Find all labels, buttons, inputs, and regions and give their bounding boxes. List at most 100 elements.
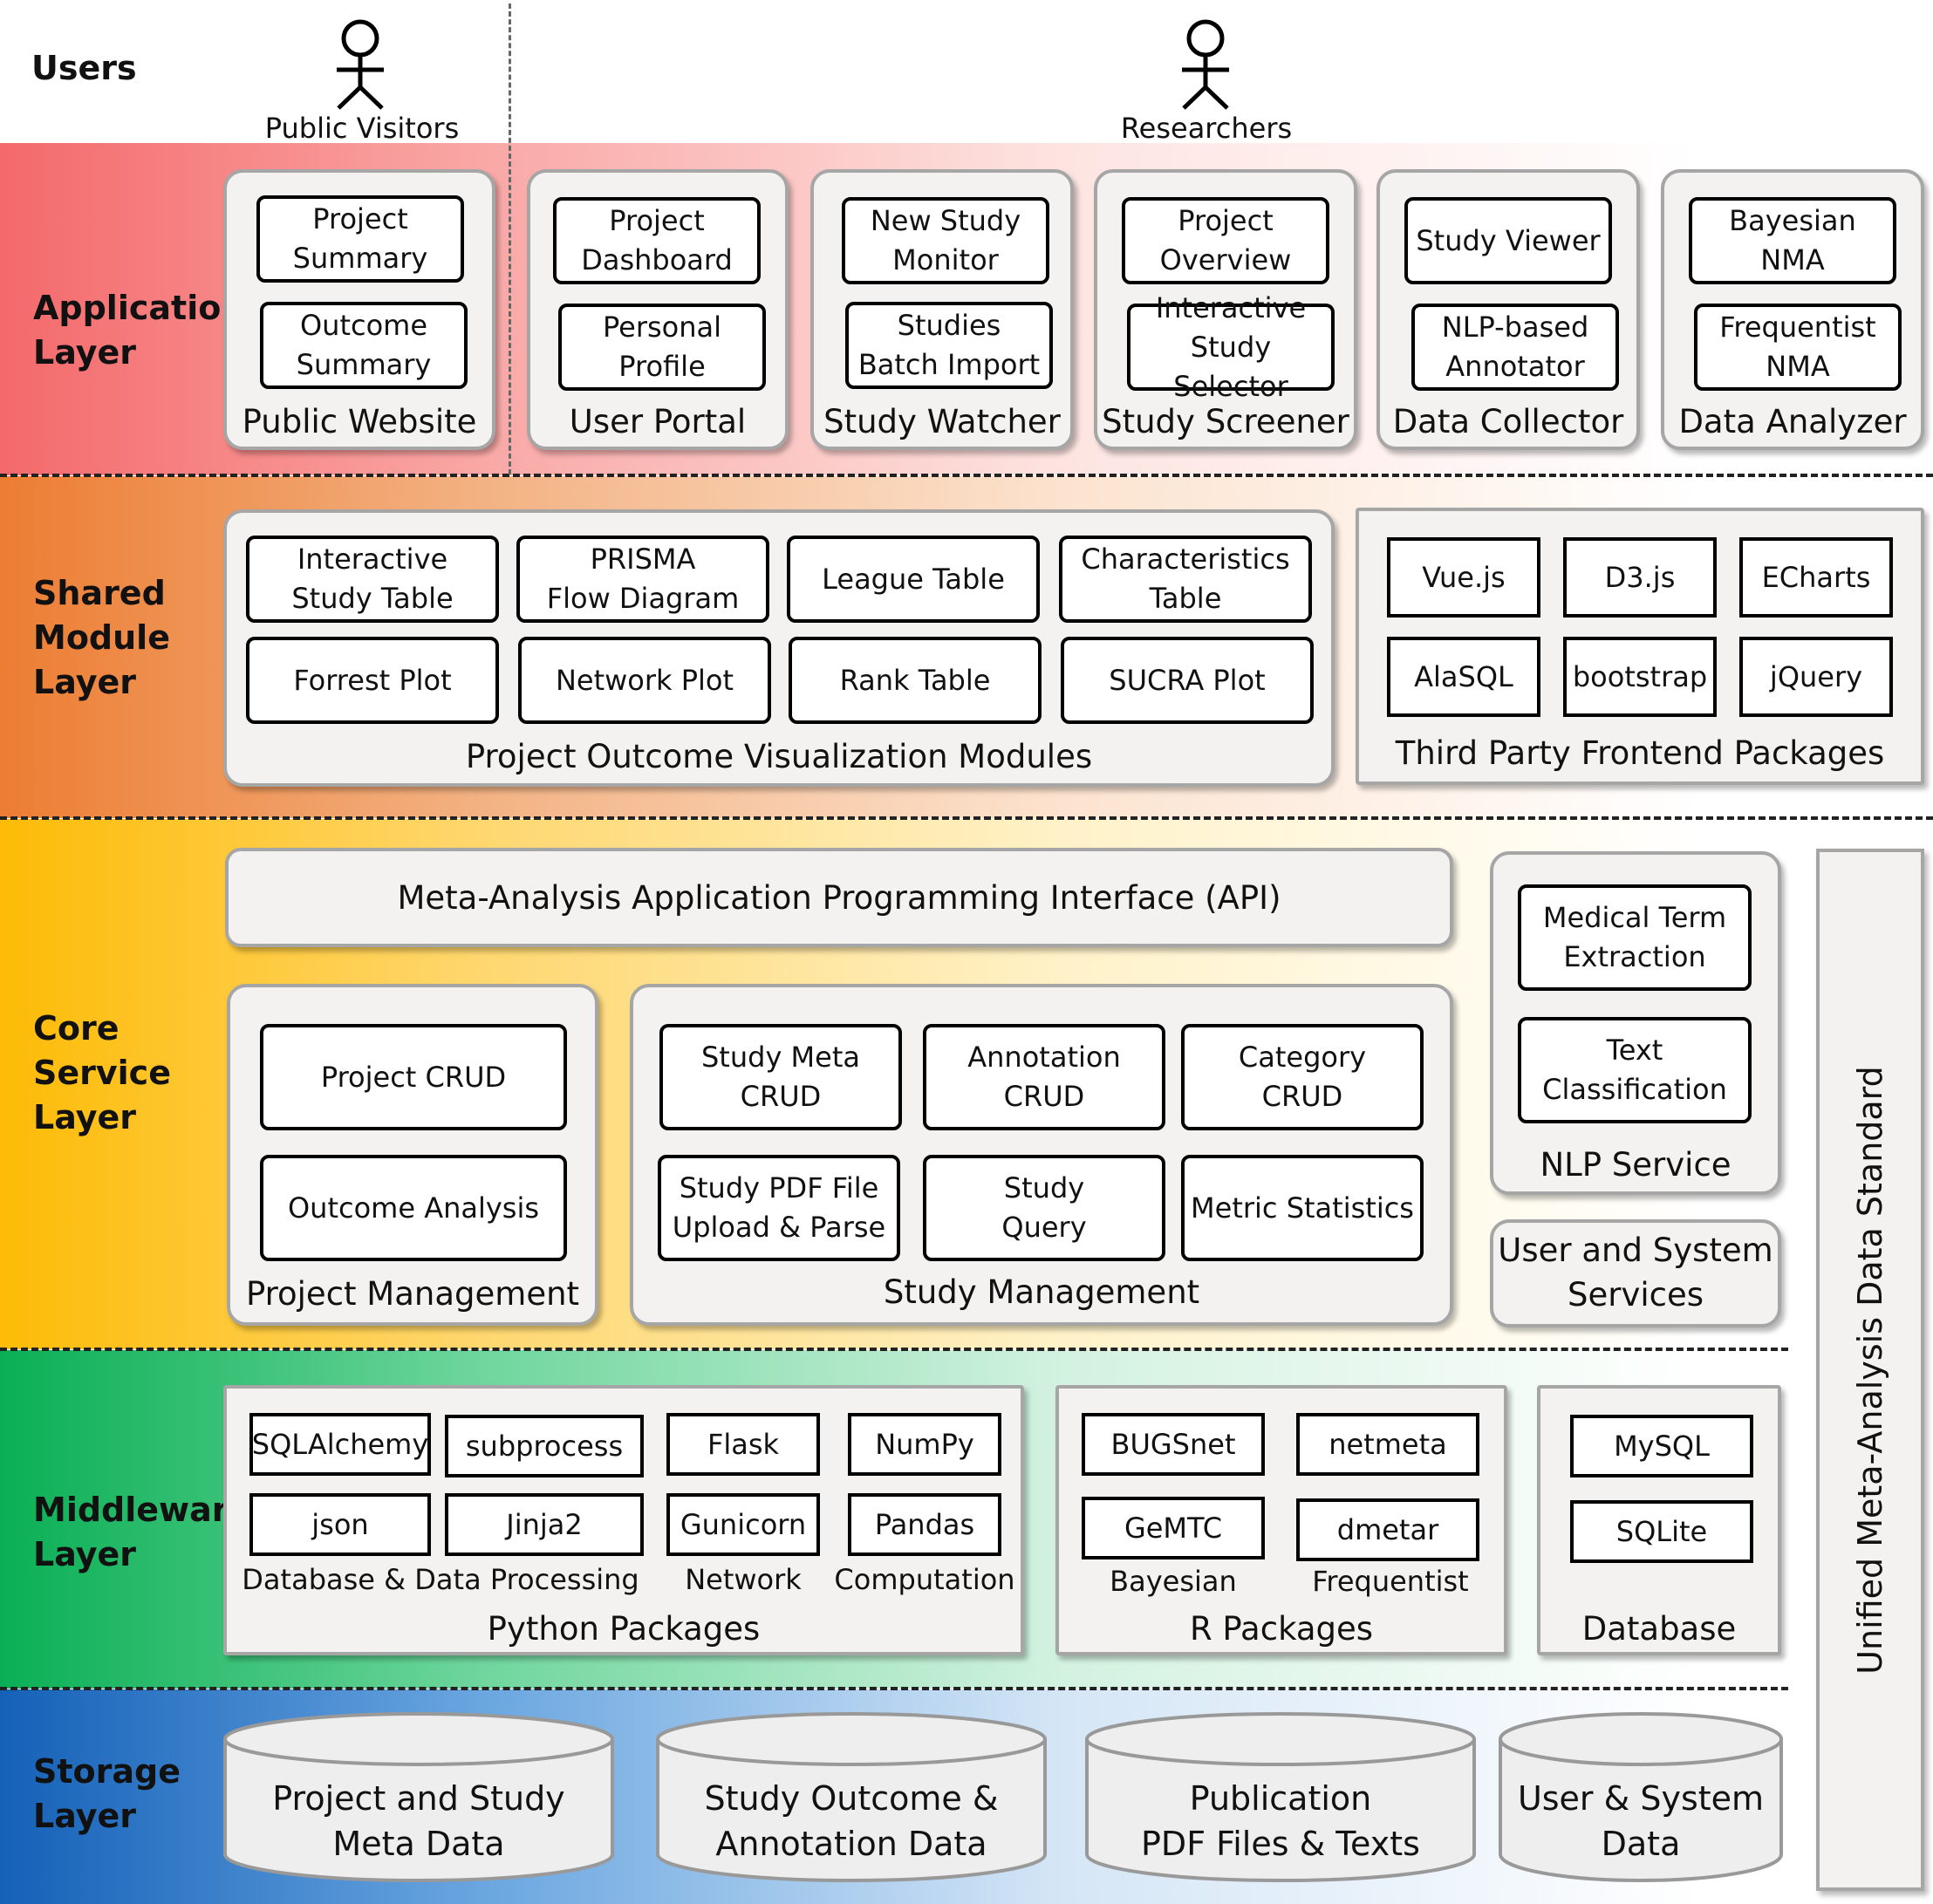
database-processing-caption: Database & Data Processing: [242, 1563, 639, 1596]
league-table-box: League Table: [787, 536, 1040, 623]
study-screener-group: Project Overview Interactive Study Selec…: [1094, 169, 1357, 450]
study-screener-title: Study Screener: [1102, 403, 1349, 440]
studies-batch-import-box: Studies Batch Import: [845, 302, 1053, 389]
bayesian-caption: Bayesian: [1110, 1565, 1237, 1598]
mysql-box: MySQL: [1570, 1415, 1753, 1477]
study-management-title: Study Management: [883, 1273, 1200, 1311]
middleware-layer-label: Middleware Layer: [33, 1491, 251, 1573]
r-packages-group: BUGSnet netmeta GeMTC dmetar Bayesian Fr…: [1055, 1385, 1507, 1655]
nlp-service-title: NLP Service: [1540, 1146, 1732, 1184]
nlp-service-group: Medical Term Extraction Text Classificat…: [1490, 851, 1781, 1195]
project-study-metadata-storage: Project and Study Meta Data: [222, 1711, 616, 1886]
personal-profile-box: Personal Profile: [558, 304, 766, 391]
visualization-modules-group: Interactive Study Table PRISMA Flow Diag…: [223, 509, 1335, 787]
researchers-label: Researchers: [1120, 112, 1293, 145]
jquery-box: jQuery: [1739, 637, 1893, 717]
layer-divider: [0, 1348, 1788, 1351]
user-system-data-storage: User & System Data: [1497, 1711, 1785, 1886]
user-system-services-title: User and System Services: [1498, 1232, 1773, 1314]
data-analyzer-group: Bayesian NMA Frequentist NMA Data Analyz…: [1661, 169, 1924, 450]
numpy-box: NumPy: [848, 1413, 1001, 1476]
echarts-box: ECharts: [1739, 537, 1893, 618]
study-watcher-title: Study Watcher: [823, 403, 1061, 440]
computation-caption: Computation: [834, 1563, 1015, 1596]
storage-label: Publication PDF Files & Texts: [1141, 1779, 1420, 1863]
vuejs-box: Vue.js: [1387, 537, 1540, 618]
storage-label: Study Outcome & Annotation Data: [704, 1779, 999, 1863]
storage-layer-label: Storage Layer: [33, 1752, 181, 1835]
nlp-annotator-box: NLP-based Annotator: [1411, 304, 1619, 391]
d3js-box: D3.js: [1563, 537, 1717, 618]
application-layer-label: Application Layer: [33, 289, 245, 372]
storage-label: User & System Data: [1517, 1779, 1765, 1863]
unified-data-standard-label: Unified Meta-Analysis Data Standard: [1851, 1065, 1889, 1675]
interactive-study-table-box: Interactive Study Table: [246, 536, 499, 623]
project-crud-box: Project CRUD: [260, 1024, 567, 1130]
public-website-group: Project Summary Outcome Summary Public W…: [223, 169, 495, 450]
public-visitors-label: Public Visitors: [264, 112, 460, 145]
json-box: json: [249, 1493, 431, 1556]
netmeta-box: netmeta: [1296, 1413, 1479, 1476]
sucra-plot-box: SUCRA Plot: [1061, 637, 1314, 724]
user-portal-group: Project Dashboard Personal Profile User …: [527, 169, 789, 450]
project-management-title: Project Management: [245, 1275, 580, 1313]
pandas-box: Pandas: [848, 1493, 1001, 1556]
data-collector-title: Data Collector: [1392, 403, 1624, 440]
network-plot-box: Network Plot: [518, 637, 771, 724]
study-query-box: Study Query: [923, 1155, 1165, 1261]
database-group: MySQL SQLite Database: [1537, 1385, 1781, 1655]
project-dashboard-box: Project Dashboard: [553, 197, 761, 284]
network-caption: Network: [685, 1563, 802, 1596]
storage-cylinder-icon: [656, 1712, 1047, 1882]
storage-cylinder-icon: [223, 1712, 614, 1882]
third-party-packages-title: Third Party Frontend Packages: [1395, 734, 1885, 772]
dmetar-box: dmetar: [1296, 1498, 1479, 1561]
python-packages-title: Python Packages: [487, 1610, 761, 1648]
layer-divider: [0, 816, 1933, 820]
subprocess-box: subprocess: [445, 1415, 644, 1477]
category-crud-box: Category CRUD: [1181, 1024, 1424, 1130]
project-overview-box: Project Overview: [1122, 197, 1329, 284]
user-divider: [509, 3, 511, 474]
storage-cylinder-icon: [1085, 1712, 1476, 1882]
publication-files-storage: Publication PDF Files & Texts: [1083, 1711, 1478, 1886]
medical-term-extraction-box: Medical Term Extraction: [1518, 884, 1752, 991]
sqlalchemy-box: SQLAlchemy: [249, 1413, 431, 1476]
layer-divider: [0, 474, 1933, 477]
study-pdf-upload-box: Study PDF File Upload & Parse: [658, 1155, 900, 1261]
alasql-box: AlaSQL: [1387, 637, 1540, 717]
jinja2-box: Jinja2: [445, 1493, 644, 1556]
core-service-layer-label: Core Service Layer: [33, 1009, 171, 1136]
third-party-packages-group: Vue.js D3.js ECharts AlaSQL bootstrap jQ…: [1356, 508, 1924, 785]
data-collector-group: Study Viewer NLP-based Annotator Data Co…: [1376, 169, 1640, 450]
text-classification-box: Text Classification: [1518, 1017, 1752, 1123]
shared-module-layer-label: Shared Module Layer: [33, 574, 170, 701]
outcome-annotation-storage: Study Outcome & Annotation Data: [654, 1711, 1048, 1886]
outcome-summary-box: Outcome Summary: [260, 302, 468, 389]
bugsnet-box: BUGSnet: [1082, 1413, 1265, 1476]
researcher-icon: [1182, 19, 1229, 110]
user-system-services-group: User and System Services: [1490, 1219, 1781, 1327]
unified-data-standard-bar: Unified Meta-Analysis Data Standard: [1816, 849, 1924, 1891]
study-watcher-group: New Study Monitor Studies Batch Import S…: [810, 169, 1074, 450]
metric-statistics-box: Metric Statistics: [1181, 1155, 1424, 1261]
r-packages-title: R Packages: [1189, 1610, 1374, 1648]
annotation-crud-box: Annotation CRUD: [923, 1024, 1165, 1130]
frequentist-nma-box: Frequentist NMA: [1694, 304, 1902, 391]
storage-label: Project and Study Meta Data: [272, 1779, 565, 1863]
python-packages-group: SQLAlchemy subprocess Flask NumPy json J…: [223, 1385, 1024, 1655]
data-analyzer-title: Data Analyzer: [1678, 403, 1907, 440]
visualization-modules-title: Project Outcome Visualization Modules: [465, 738, 1093, 775]
interactive-study-selector-box: Interactive Study Selector: [1127, 291, 1335, 403]
users-title: Users: [31, 49, 137, 87]
meta-analysis-api: Meta-Analysis Application Programming In…: [225, 848, 1453, 947]
bootstrap-box: bootstrap: [1563, 637, 1717, 717]
gunicorn-box: Gunicorn: [666, 1493, 820, 1556]
sqlite-box: SQLite: [1570, 1500, 1753, 1563]
new-study-monitor-box: New Study Monitor: [842, 197, 1049, 284]
flask-box: Flask: [666, 1413, 820, 1476]
project-management-group: Project CRUD Outcome Analysis Project Ma…: [227, 984, 598, 1326]
study-meta-crud-box: Study Meta CRUD: [659, 1024, 902, 1130]
project-summary-box: Project Summary: [256, 195, 464, 283]
public-visitor-icon: [337, 19, 384, 110]
